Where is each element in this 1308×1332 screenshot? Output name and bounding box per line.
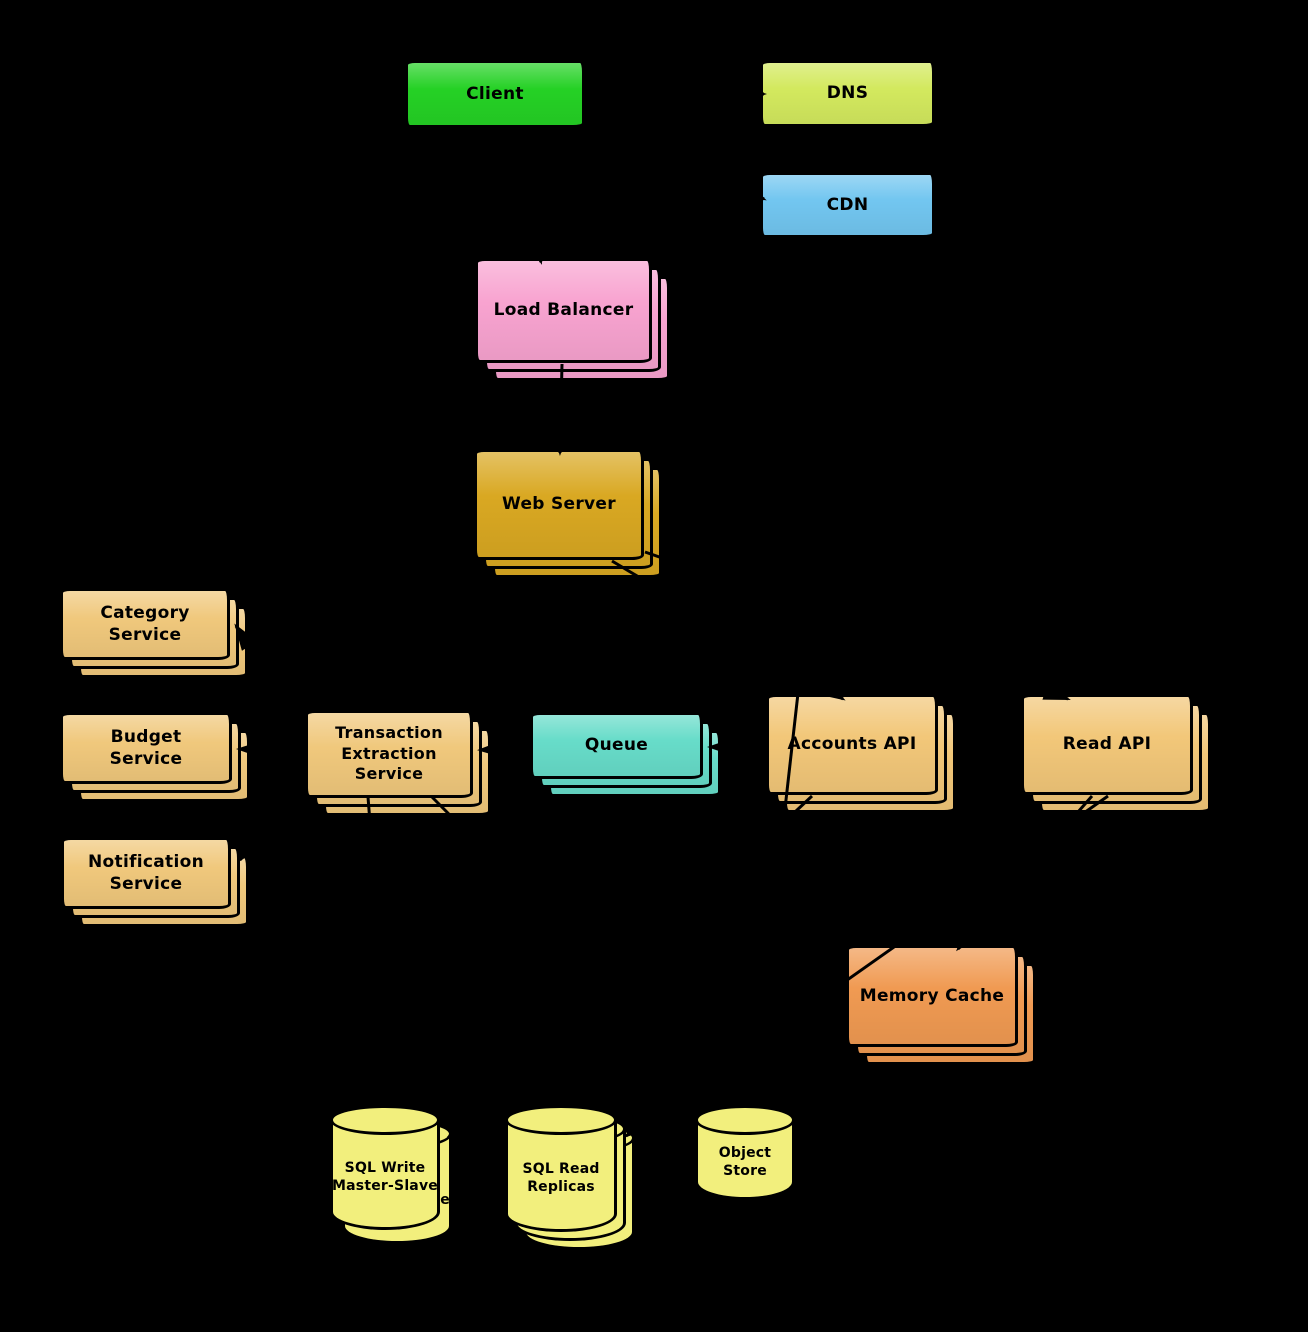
node-memory-cache: Memory Cache xyxy=(846,945,1036,1065)
web-server-box: Web Server xyxy=(474,449,644,560)
edge-transaction-extraction-sql-write xyxy=(366,796,400,1107)
node-dns: DNS xyxy=(760,60,935,127)
edge-web-server-read-api xyxy=(644,550,1071,701)
edge-read-api-memory-cache xyxy=(956,795,1094,952)
object-store-cylinder: Object Store xyxy=(695,1105,795,1200)
budget-service-label: Budget Service xyxy=(109,726,183,769)
node-accounts-api: Accounts API xyxy=(766,694,956,813)
edge-transaction-extraction-object-store xyxy=(430,795,737,1105)
node-sql-read-replicas: SQL Read Replicas SQL Read Replicas SQL … xyxy=(505,1105,635,1250)
node-transaction-extraction-service: Transaction Extraction Service xyxy=(305,710,491,816)
notification-service-box: Notification Service xyxy=(61,837,231,909)
read-api-box: Read API xyxy=(1021,694,1193,795)
notification-service-label: Notification Service xyxy=(88,851,204,894)
category-service-box: Category Service xyxy=(60,588,230,660)
node-web-server: Web Server xyxy=(474,449,662,578)
load-balancer-box: Load Balancer xyxy=(475,258,652,363)
queue-box: Queue xyxy=(530,712,703,779)
edge-cdn-object-store xyxy=(745,239,851,1105)
memory-cache-box: Memory Cache xyxy=(846,945,1018,1047)
cdn-label: CDN xyxy=(826,194,869,215)
node-client: Client xyxy=(405,60,585,128)
cdn-box: CDN xyxy=(760,172,935,238)
client-box: Client xyxy=(405,60,585,128)
node-queue: Queue xyxy=(530,712,721,797)
cylinder-body xyxy=(330,1120,440,1230)
sql-read-cylinder: SQL Read Replicas xyxy=(505,1105,617,1232)
node-sql-write-master-slave: SQL Write Master-Slave SQL Write Master-… xyxy=(330,1105,452,1244)
budget-service-box: Budget Service xyxy=(60,712,232,784)
accounts-api-label: Accounts API xyxy=(787,734,917,755)
dns-label: DNS xyxy=(826,83,869,104)
object-store-label: Object Store xyxy=(718,1145,772,1179)
node-notification-service: Notification Service xyxy=(61,837,249,927)
transaction-extraction-service-label: Transaction Extraction Service xyxy=(335,722,443,784)
sql-write-label: SQL Write Master-Slave xyxy=(332,1160,438,1194)
edge-client-load-balancer xyxy=(494,128,543,265)
edge-accounts-api-sql-write xyxy=(445,794,814,1141)
category-service-label: Category Service xyxy=(100,602,190,645)
edge-client-cdn xyxy=(585,110,767,201)
node-load-balancer: Load Balancer xyxy=(475,258,670,381)
client-label: Client xyxy=(466,83,524,104)
node-cdn: CDN xyxy=(760,172,935,238)
read-api-label: Read API xyxy=(1062,734,1152,755)
web-server-label: Web Server xyxy=(502,494,616,515)
node-category-service: Category Service xyxy=(60,588,248,678)
accounts-api-box: Accounts API xyxy=(766,694,938,795)
sql-read-label: SQL Read Replicas xyxy=(522,1161,600,1195)
queue-label: Queue xyxy=(584,735,649,756)
transaction-extraction-service-box: Transaction Extraction Service xyxy=(305,710,473,798)
node-read-api: Read API xyxy=(1021,694,1211,813)
edge-web-server-accounts-api xyxy=(611,559,846,701)
node-budget-service: Budget Service xyxy=(60,712,250,802)
load-balancer-label: Load Balancer xyxy=(493,300,634,321)
sql-write-cylinder: SQL Write Master-Slave xyxy=(330,1105,440,1230)
memory-cache-label: Memory Cache xyxy=(859,985,1005,1006)
node-object-store: Object Store xyxy=(695,1105,795,1200)
dns-box: DNS xyxy=(760,60,935,127)
